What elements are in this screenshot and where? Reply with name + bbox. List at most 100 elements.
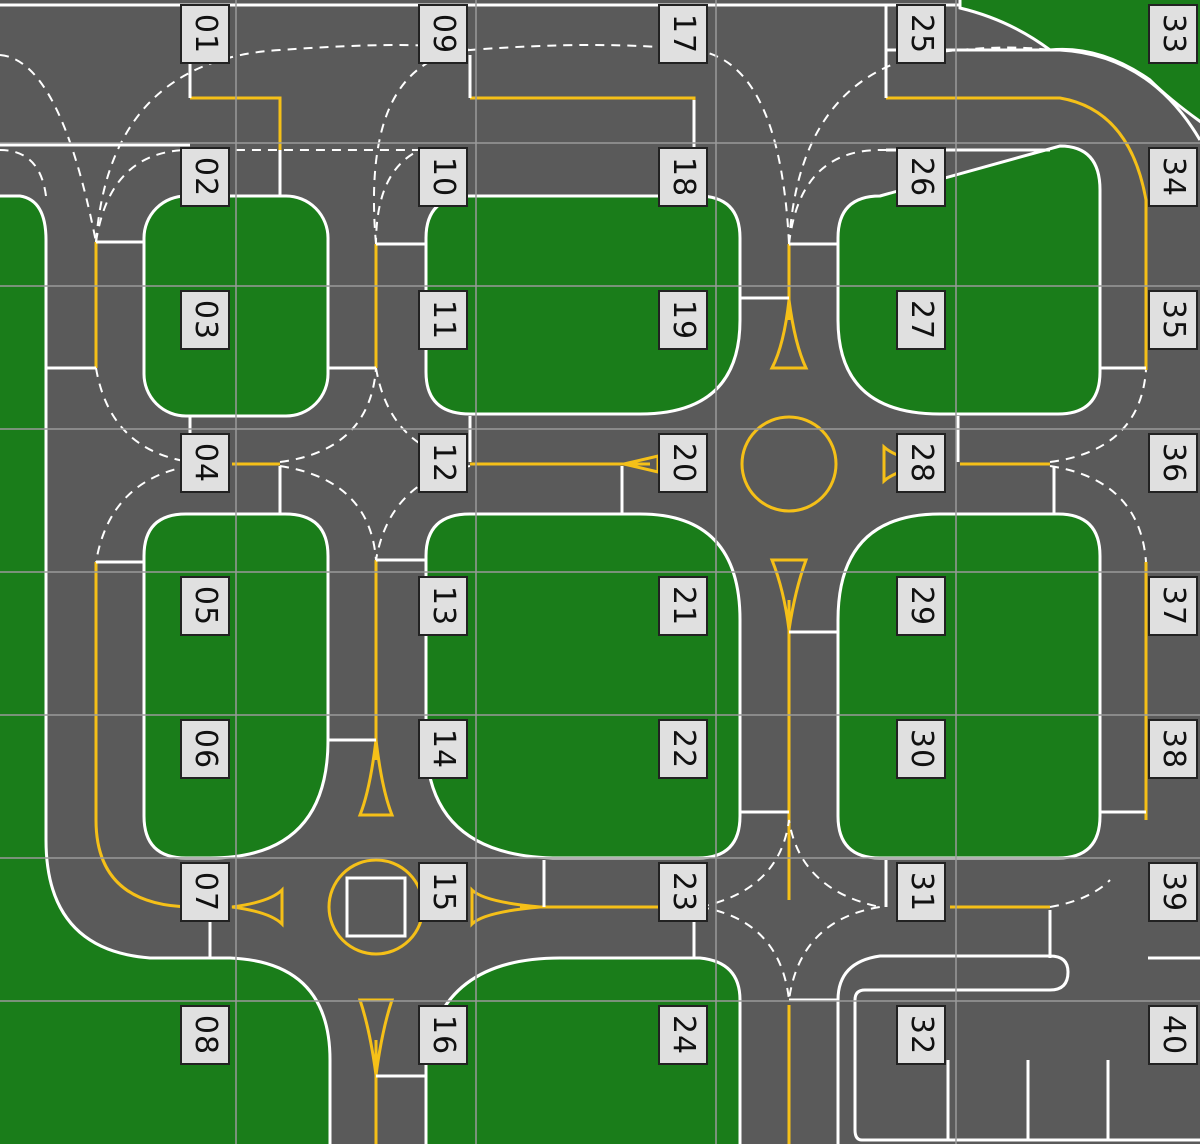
- tile-label-text: 18: [666, 156, 701, 198]
- tile-label-text: 20: [666, 442, 701, 484]
- dash-top-01: [0, 54, 97, 243]
- tile-label-06: 06: [180, 719, 230, 779]
- tile-label-09: 09: [418, 4, 468, 64]
- tile-label-17: 17: [658, 4, 708, 64]
- tile-label-text: 25: [904, 13, 939, 55]
- tile-label-18: 18: [658, 147, 708, 207]
- tile-label-text: 23: [666, 871, 701, 913]
- tile-label-text: 31: [904, 871, 939, 913]
- tile-label-27: 27: [896, 290, 946, 350]
- island-north-28: [769, 299, 809, 370]
- dash-26: [788, 149, 1050, 245]
- tile-label-03: 03: [180, 290, 230, 350]
- tile-label-14: 14: [418, 719, 468, 779]
- tile-label-text: 05: [188, 585, 223, 627]
- dash-top-09: [372, 44, 695, 245]
- tile-label-05: 05: [180, 576, 230, 636]
- dash-3637: [1049, 465, 1147, 563]
- dash-02-inner: [0, 149, 47, 197]
- tile-label-28: 28: [896, 433, 946, 493]
- tile-label-text: 21: [666, 585, 701, 627]
- tile-label-15: 15: [418, 862, 468, 922]
- tile-label-text: 08: [188, 1014, 223, 1056]
- dash-0412: [279, 367, 377, 463]
- tile-label-text: 32: [904, 1014, 939, 1056]
- tile-label-text: 01: [188, 13, 223, 55]
- tile-label-21: 21: [658, 576, 708, 636]
- tile-label-text: 36: [1156, 442, 1191, 484]
- tile-label-07: 07: [180, 862, 230, 922]
- tile-label-12: 12: [418, 433, 468, 493]
- tile-label-text: 27: [904, 299, 939, 341]
- grass-block-2122: [424, 512, 742, 860]
- tile-label-38: 38: [1148, 719, 1198, 779]
- tile-label-text: 09: [426, 13, 461, 55]
- center-line-top-25: [886, 96, 1148, 370]
- tile-label-39: 39: [1148, 862, 1198, 922]
- tile-label-text: 13: [426, 585, 461, 627]
- tile-label-text: 02: [188, 156, 223, 198]
- parking-outline: [836, 954, 1200, 1144]
- tile-label-35: 35: [1148, 290, 1198, 350]
- grass-left-strip: [0, 194, 332, 1144]
- dash-0412b: [375, 367, 471, 463]
- roundabout-ring-28: [740, 415, 838, 513]
- tile-label-10: 10: [418, 147, 468, 207]
- tile-label-22: 22: [658, 719, 708, 779]
- tile-label-text: 17: [666, 13, 701, 55]
- tile-label-text: 11: [426, 299, 461, 341]
- tile-label-02: 02: [180, 147, 230, 207]
- tile-label-text: 28: [904, 442, 939, 484]
- island-west-15: [231, 886, 284, 928]
- tile-label-11: 11: [418, 290, 468, 350]
- dash-2836: [1049, 369, 1147, 463]
- tile-label-26: 26: [896, 147, 946, 207]
- island-east-15: [470, 886, 541, 928]
- tile-label-text: 38: [1156, 728, 1191, 770]
- dash-top-25: [788, 46, 1051, 245]
- tile-label-text: 04: [188, 442, 223, 484]
- tile-label-33: 33: [1148, 4, 1198, 64]
- dash-04-05: [95, 465, 191, 563]
- tile-label-text: 24: [666, 1014, 701, 1056]
- roundabout-island-15: [345, 876, 407, 938]
- tile-label-19: 19: [658, 290, 708, 350]
- tile-label-text: 16: [426, 1014, 461, 1056]
- tile-label-text: 35: [1156, 299, 1191, 341]
- tile-label-text: 07: [188, 871, 223, 913]
- tile-label-01: 01: [180, 4, 230, 64]
- grass-block-1119: [424, 194, 742, 416]
- dash-top-17: [693, 49, 790, 245]
- tile-label-24: 24: [658, 1005, 708, 1065]
- tile-label-text: 40: [1156, 1014, 1191, 1056]
- tile-label-text: 06: [188, 728, 223, 770]
- grass-corner-top-right: [958, 0, 1200, 124]
- tile-label-text: 30: [904, 728, 939, 770]
- dash-2230: [699, 819, 881, 908]
- tile-label-16: 16: [418, 1005, 468, 1065]
- tile-label-29: 29: [896, 576, 946, 636]
- tile-label-04: 04: [180, 433, 230, 493]
- tile-label-31: 31: [896, 862, 946, 922]
- curb-top-right: [886, 48, 1200, 141]
- tile-label-text: 34: [1156, 156, 1191, 198]
- tile-label-text: 19: [666, 299, 701, 341]
- tile-label-text: 37: [1156, 585, 1191, 627]
- tile-label-text: 26: [904, 156, 939, 198]
- tile-label-13: 13: [418, 576, 468, 636]
- tile-label-37: 37: [1148, 576, 1198, 636]
- grass-block-2930: [836, 512, 1102, 860]
- tile-label-text: 29: [904, 585, 939, 627]
- center-line-left-0507: [94, 562, 191, 909]
- tile-label-text: 33: [1156, 13, 1191, 55]
- island-north-15: [357, 739, 395, 817]
- tile-label-text: 14: [426, 728, 461, 770]
- tile-label-text: 22: [666, 728, 701, 770]
- dash-3139: [1049, 879, 1111, 908]
- tile-label-text: 12: [426, 442, 461, 484]
- tile-label-34: 34: [1148, 147, 1198, 207]
- tile-label-30: 30: [896, 719, 946, 779]
- tile-label-36: 36: [1148, 433, 1198, 493]
